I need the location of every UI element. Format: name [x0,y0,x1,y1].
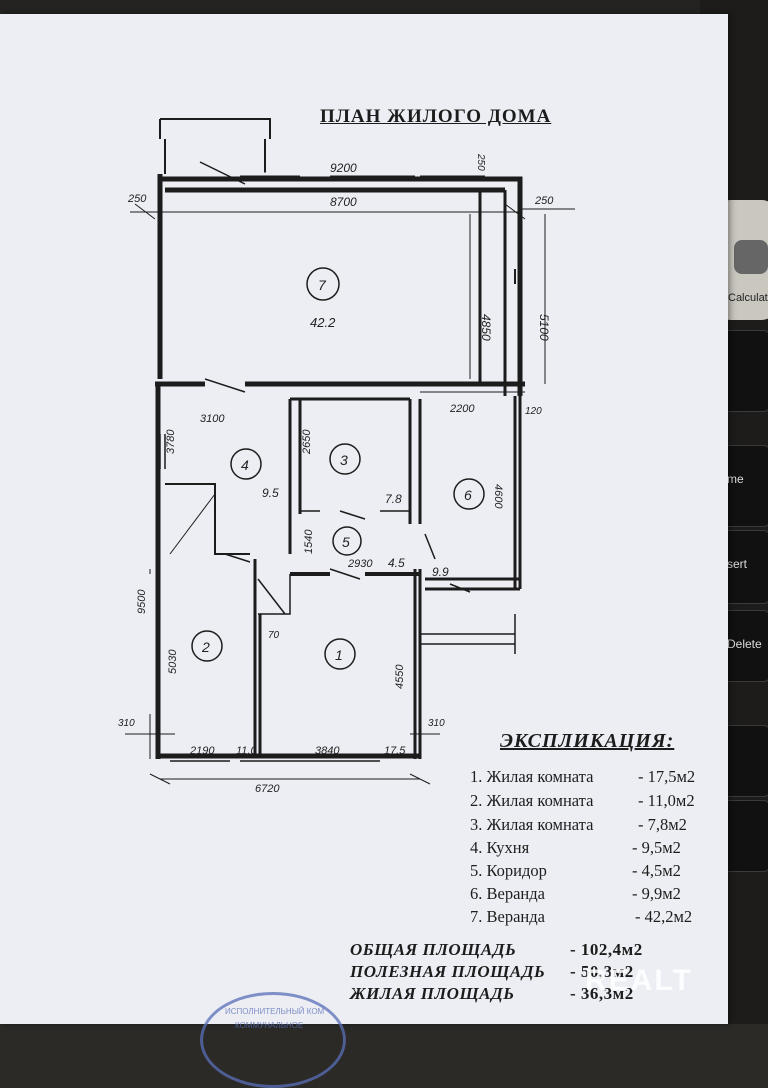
calculator-label: Calculator [728,292,768,304]
explication-row: 7. Веранда - 42,2м2 [470,907,720,929]
dim-mid-right: 2200 [449,403,475,415]
dim-corridor-width: 2930 [347,558,373,570]
document-sheet: ПЛАН ЖИЛОГО ДОМА [0,14,728,1088]
dim-room2-height: 5030 [167,649,179,674]
explication-label: 2. Жилая комната [470,791,594,810]
room-2-number: 2 [201,639,210,655]
room-1-area: 17.5 [384,745,406,757]
explication-value: - 42,2м2 [635,907,693,926]
explication-value: - 9,5м2 [632,838,681,857]
room-4-number: 4 [241,457,249,473]
insert-key-label: sert [727,557,748,571]
dim-mid-left: 3100 [200,413,225,425]
stamp: ИСПОЛНИТЕЛЬНЫЙ КОМ КОММУНАЛЬНОЕ [200,992,346,1088]
stamp-line-1: ИСПОЛНИТЕЛЬНЫЙ КОМ [225,1007,325,1016]
home-key: me [722,445,768,527]
explication-label: 5. Коридор [470,861,547,880]
home-key-label: me [727,472,744,486]
explication-row: 2. Жилая комната - 11,0м2 [470,791,720,813]
dim-room3-height: 2650 [301,429,313,455]
useful-area-row: ПОЛЕЗНАЯ ПЛОЩАДЬ - 50,3м2 [350,962,633,982]
dim-right-inner: 4850 [479,314,493,341]
dim-overall-height: 9500 [136,589,148,614]
explication-row: 1. Жилая комната - 17,5м2 [470,767,720,789]
dim-top-outer: 9200 [330,161,357,175]
arrow-up-key [722,725,768,797]
dim-room1-height: 4550 [394,664,406,689]
explication-value: - 11,0м2 [638,791,695,810]
room-4-area: 9.5 [262,486,279,500]
dim-mid-right-small: 120 [525,406,542,417]
explication-value: - 17,5м2 [638,767,696,786]
arrow-down-key [722,800,768,872]
dim-top-left-wall: 250 [127,193,147,205]
explication-label: 7. Веранда [470,907,545,926]
explication-label: 4. Кухня [470,838,530,857]
room-7-area: 42.2 [310,315,336,330]
explication-row: 5. Коридор - 4,5м2 [470,861,720,883]
delete-key-label: Delete [727,637,762,651]
dim-bottom-room1: 3840 [315,745,340,757]
room-1-number: 1 [335,647,343,663]
plan-title: ПЛАН ЖИЛОГО ДОМА [320,106,552,127]
dim-room4-height: 3780 [165,429,177,454]
room-5-area: 4.5 [388,556,405,570]
living-area-value: - 36,3м2 [570,984,634,1003]
dim-bottom-left-wall: 310 [118,718,135,729]
dim-bottom-overall: 6720 [255,783,280,795]
room-6-area: 9.9 [432,565,449,579]
calculator-icon [734,240,768,274]
stamp-line-2: КОММУНАЛЬНОЕ [235,1021,304,1030]
explication-label: 6. Веранда [470,884,545,903]
useful-area-label: ПОЛЕЗНАЯ ПЛОЩАДЬ [350,962,546,981]
dim-door-small: 70 [268,630,280,641]
total-area-value: - 102,4м2 [570,940,643,959]
explication-title: ЭКСПЛИКАЦИЯ: [500,730,675,752]
dim-bottom-right-wall: 310 [428,718,445,729]
dim-bottom-room2: 2190 [189,745,215,757]
explication-label: 1. Жилая комната [470,767,594,786]
insert-key: sert [722,530,768,604]
dim-top-right-wall: 250 [534,195,554,207]
explication-label: 3. Жилая комната [470,815,594,834]
explication-row: 4. Кухня - 9,5м2 [470,838,720,860]
room-3-number: 3 [340,452,348,468]
living-area-row: ЖИЛАЯ ПЛОЩАДЬ - 36,3м2 [350,984,633,1004]
living-area-label: ЖИЛАЯ ПЛОЩАДЬ [350,984,515,1003]
room-6-number: 6 [464,487,472,503]
explication-value: - 4,5м2 [632,861,681,880]
room-7-number: 7 [318,277,327,293]
dim-corridor-height: 1540 [303,529,315,554]
room-3-area: 7.8 [385,492,402,506]
watermark-logo: REALT [585,964,693,997]
dim-room6-height: 4600 [492,484,504,509]
room-5-number: 5 [342,534,350,550]
keyboard-key [722,330,768,412]
room-2-area: 11.0 [236,745,257,757]
dim-top-small: 250 [475,153,486,171]
delete-key: Delete [722,610,768,682]
dim-top-inner: 8700 [330,195,357,209]
total-area-label: ОБЩАЯ ПЛОЩАДЬ [350,940,517,959]
explication-row: 3. Жилая комната - 7,8м2 [470,815,720,837]
explication-row: 6. Веранда - 9,9м2 [470,884,720,906]
dim-right-outer: 5100 [537,314,551,341]
floor-plan: 7 42.2 4 9.5 3 7.8 6 9.9 5 4.5 2 11.0 1 … [118,118,575,795]
total-area-row: ОБЩАЯ ПЛОЩАДЬ - 102,4м2 [350,940,642,960]
useful-area-value: - 50,3м2 [570,962,634,981]
explication-value: - 9,9м2 [632,884,681,903]
explication-value: - 7,8м2 [638,815,687,834]
